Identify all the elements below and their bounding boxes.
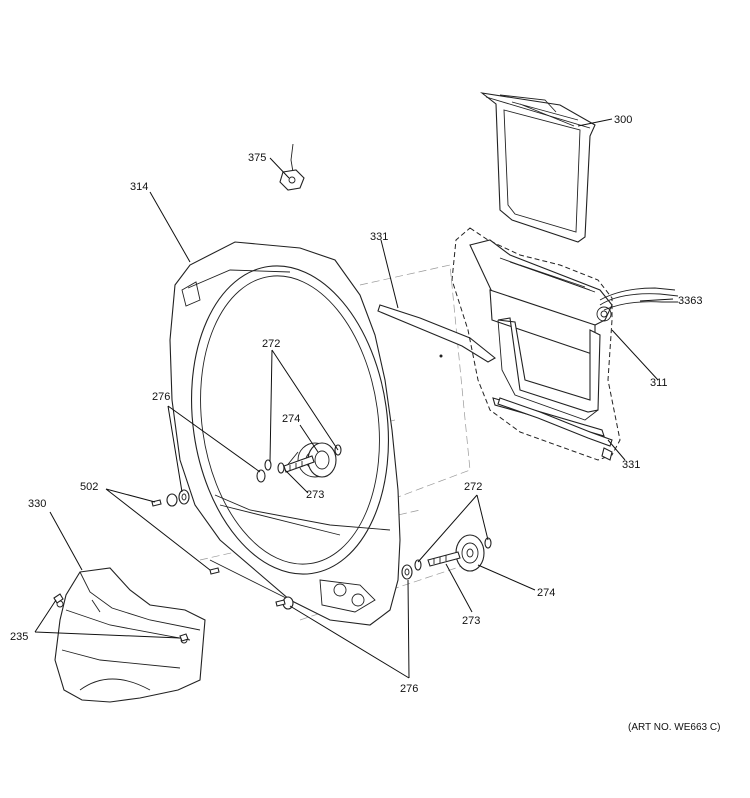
part-276-bottom-washers [275,596,294,610]
label-331-top: 331 [370,231,388,243]
part-3363-wires [599,287,679,311]
part-roller-left [256,442,342,483]
part-331-seal-bottom [497,397,613,461]
label-300: 300 [614,114,632,126]
label-276-left: 276 [152,391,170,403]
part-276-left-washers [178,489,190,505]
label-314: 314 [130,181,148,193]
label-235: 235 [10,631,28,643]
part-labels: 300 375 314 331 3363 311 331 272 276 274… [10,114,720,733]
part-331-seal-top [377,304,496,363]
label-272-right: 272 [464,481,482,493]
label-276-bottom: 276 [400,683,418,695]
part-roller-right [401,534,492,580]
part-314-bulkhead [169,241,401,626]
part-330-duct-cover [54,567,206,703]
label-330: 330 [28,498,46,510]
label-274-left: 274 [282,413,300,425]
label-311: 311 [650,377,668,389]
art-number: (ART NO. WE663 C) [628,722,720,733]
label-331-bottom: 331 [622,459,640,471]
leader-lines [34,118,674,679]
label-3363: 3363 [678,295,702,307]
part-300-lint-filter [480,92,596,243]
label-274-right: 274 [537,587,555,599]
part-235-screws [53,593,189,642]
label-272-left: 272 [262,338,280,350]
label-502: 502 [80,481,98,493]
label-375: 375 [248,152,266,164]
part-375-sensor [279,143,305,191]
label-273-right: 273 [462,615,480,627]
label-273-left: 273 [306,489,324,501]
